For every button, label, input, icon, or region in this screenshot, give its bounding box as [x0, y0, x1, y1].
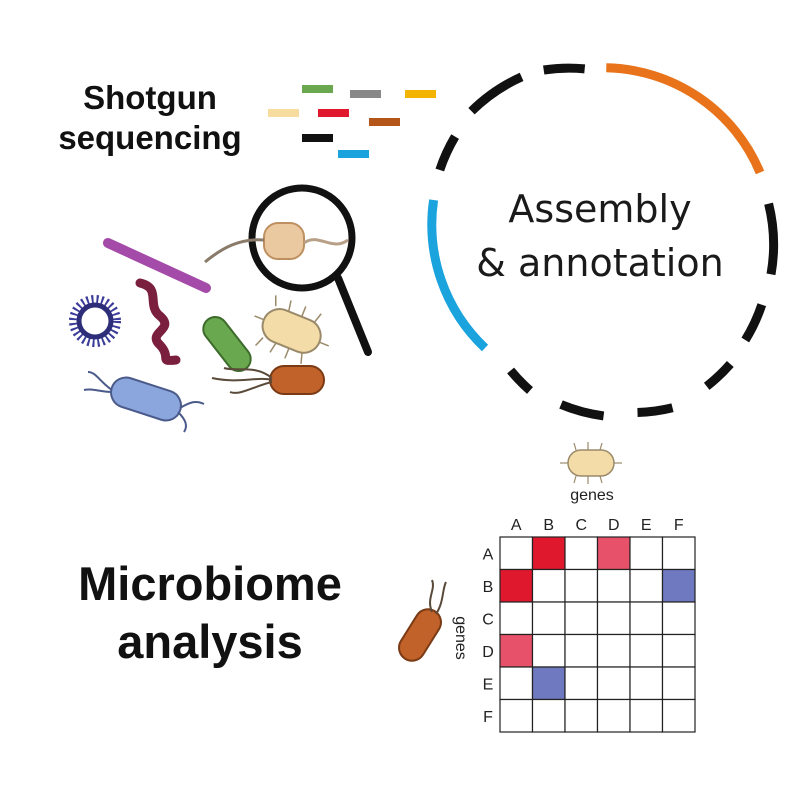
ring-segment-blue [427, 199, 489, 352]
microbiome-line-1: Microbiome [78, 557, 342, 610]
matrix-cell-BA [499, 568, 534, 603]
matrix-cell-AB [531, 536, 566, 571]
matrix-column-label: E [641, 517, 652, 534]
matrix-column-label: D [608, 517, 620, 534]
bacterium-rod-green [202, 316, 252, 372]
matrix-cell-BE [629, 568, 664, 603]
matrix-cell-EF [661, 666, 696, 701]
assembly-line-2: & annotation [476, 241, 724, 285]
matrix-cell-CA [499, 601, 534, 636]
matrix-row-label: A [483, 546, 494, 563]
ring-segment [703, 360, 734, 390]
matrix-cell-AD [596, 536, 631, 571]
bacterium-under-lens [263, 222, 305, 260]
matrix-column-label: F [674, 517, 684, 534]
matrix-cell-BF [661, 568, 696, 603]
matrix-cell-EC [564, 666, 599, 701]
matrix-cell-DB [531, 633, 566, 668]
ring-segment [435, 134, 460, 172]
matrix-cell-FF [661, 698, 696, 733]
matrix-cell-ED [596, 666, 631, 701]
matrix-column-label: C [575, 517, 587, 534]
bacterium-blue [83, 371, 205, 433]
matrix-cell-BD [596, 568, 631, 603]
matrix-row-label: F [483, 709, 493, 726]
matrix-cell-AE [629, 536, 664, 571]
bacterium-rod-magenta [103, 238, 211, 293]
matrix-row-label: B [483, 579, 494, 596]
ring-segment [764, 202, 779, 276]
shotgun-sequencing-label: Shotgun sequencing [30, 78, 270, 158]
matrix-cell-FD [596, 698, 631, 733]
matrix-cell-AA [499, 536, 534, 571]
matrix-row-label: E [483, 676, 494, 693]
bacterium-icon-brown [398, 579, 447, 662]
matrix-cell-FC [564, 698, 599, 733]
ring-segment [507, 367, 534, 394]
matrix-cell-DD [596, 633, 631, 668]
sequencing-reads [268, 85, 436, 158]
matrix-cell-BC [564, 568, 599, 603]
matrix-cell-EB [531, 666, 566, 701]
ring-segment [741, 303, 767, 343]
shotgun-line-1: Shotgun [83, 79, 217, 116]
bacterium-spiral [135, 278, 181, 365]
matrix-column-label: B [543, 517, 554, 534]
matrix-cell-CB [531, 601, 566, 636]
matrix-cell-EA [499, 666, 534, 701]
bacterium-beige [254, 295, 329, 364]
matrix-cell-EE [629, 666, 664, 701]
matrix-cell-DA [499, 633, 534, 668]
matrix-cell-FA [499, 698, 534, 733]
matrix-cell-DF [661, 633, 696, 668]
bacterium-brown [211, 365, 325, 395]
shotgun-line-2: sequencing [58, 119, 242, 156]
ring-segment [637, 403, 674, 417]
matrix-cell-AC [564, 536, 599, 571]
bacterium-icon-genes [560, 442, 622, 484]
matrix-cell-CD [596, 601, 631, 636]
microbe-cluster [69, 238, 329, 433]
matrix-cell-FB [531, 698, 566, 733]
bacterium-coccus [69, 295, 121, 347]
ring-segment [543, 63, 586, 75]
matrix-cell-FE [629, 698, 664, 733]
assembly-annotation-label: Assembly & annotation [440, 182, 760, 290]
matrix-cell-CC [564, 601, 599, 636]
microbiome-line-2: analysis [117, 615, 303, 668]
microbiome-analysis-label: Microbiome analysis [30, 555, 390, 671]
matrix-row-title: genes [452, 616, 469, 660]
matrix-column-title: genes [570, 487, 614, 504]
matrix-row-label: C [482, 611, 494, 628]
matrix-column-label: A [511, 517, 522, 534]
ring-segment [559, 400, 605, 421]
ring-segment [468, 72, 524, 115]
ring-segment-orange [606, 63, 765, 175]
assembly-line-1: Assembly [508, 187, 692, 231]
matrix-cell-DC [564, 633, 599, 668]
matrix-cell-DE [629, 633, 664, 668]
matrix-row-label: D [482, 644, 494, 661]
matrix-cell-BB [531, 568, 566, 603]
matrix-cell-CF [661, 601, 696, 636]
assembly-ring [427, 63, 779, 421]
matrix-cell-AF [661, 536, 696, 571]
magnifying-glass-icon [204, 184, 372, 356]
matrix-cell-CE [629, 601, 664, 636]
